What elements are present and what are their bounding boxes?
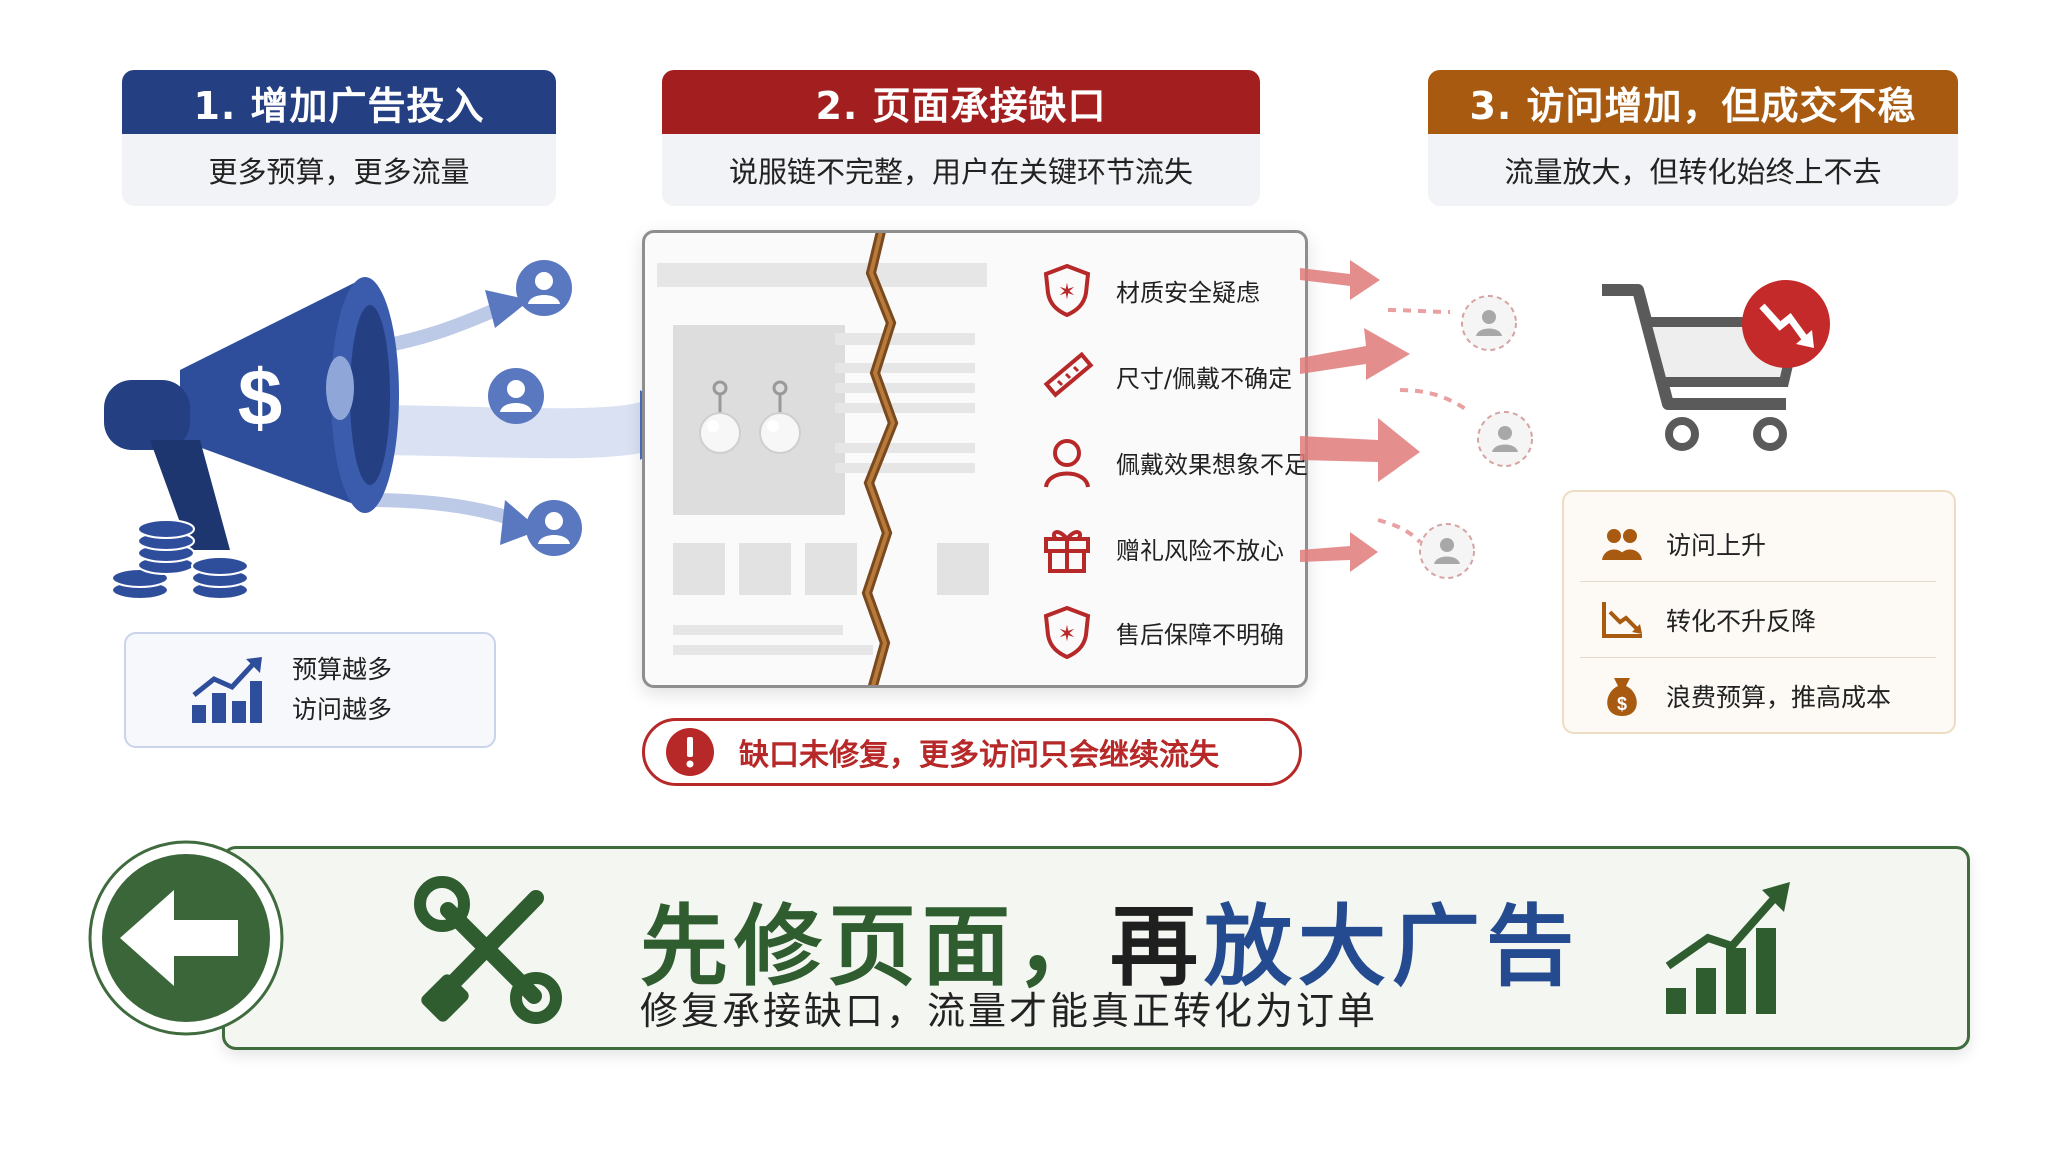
svg-text:$: $ (1617, 694, 1627, 714)
ruler-icon (1043, 351, 1094, 398)
result-item: 转化不升反降 (1580, 582, 1936, 658)
faded-user-icon (1477, 411, 1533, 467)
shield-icon: ✶ (1043, 605, 1091, 659)
page-wireframe (657, 233, 989, 685)
issue-label: 赠礼风险不放心 (1116, 536, 1284, 565)
issue-item: 赠礼风险不放心 (1040, 518, 1300, 578)
issue-label: 佩戴效果想象不足 (1116, 450, 1308, 479)
issue-item: ✶ 售后保障不明确 (1040, 602, 1300, 662)
issue-item: ✶ 材质安全疑虑 (1040, 260, 1300, 320)
result-label: 转化不升反降 (1666, 606, 1817, 636)
budget-visits-box: 预算越多 访问越多 (124, 632, 496, 748)
bar-chart-up-icon (192, 657, 262, 723)
banner-title-part3: 放大广告 (1204, 895, 1581, 998)
money-bag-icon: $ (1607, 678, 1637, 716)
user-avatar-icon (516, 260, 572, 316)
stat-line-budget: 预算越多 (292, 655, 393, 684)
step1-title: 1. 增加广告投入 (122, 70, 556, 134)
banner-title-part1: 先修页面， (640, 895, 1111, 998)
tools-icon (414, 876, 562, 1024)
users-icon (1602, 528, 1642, 560)
issue-item: 尺寸/佩戴不确定 (1040, 346, 1300, 406)
step2-subtitle: 说服链不完整，用户在关键环节流失 (662, 134, 1260, 206)
svg-text:✶: ✶ (1058, 622, 1076, 647)
banner-title-part2: 再 (1110, 895, 1205, 998)
megaphone-illustration: $ (104, 277, 660, 600)
banner-title: 先修页面，再放大广告 (640, 876, 1580, 998)
warning-banner: 缺口未修复，更多访问只会继续流失 (642, 718, 1302, 786)
shield-icon: ✶ (1043, 263, 1091, 317)
issue-label: 售后保障不明确 (1116, 620, 1284, 649)
step2-title: 2. 页面承接缺口 (662, 70, 1260, 134)
gift-icon (1044, 530, 1090, 573)
result-label: 浪费预算，推高成本 (1666, 683, 1892, 712)
bar-chart-growth-icon (1665, 882, 1790, 1014)
issue-item: 佩戴效果想象不足 (1040, 432, 1308, 492)
step3-title: 3. 访问增加，但成交不稳 (1428, 70, 1958, 134)
person-icon (1044, 439, 1090, 488)
warning-text: 缺口未修复，更多访问只会继续流失 (739, 738, 1219, 773)
result-label: 访问上升 (1666, 530, 1767, 560)
banner-subtitle: 修复承接缺口，流量才能真正转化为订单 (640, 989, 1379, 1033)
stat-line-visits: 访问越多 (292, 695, 393, 724)
back-arrow-button-icon (88, 840, 284, 1036)
step3-subtitle: 流量放大，但转化始终上不去 (1428, 134, 1958, 206)
trend-down-badge-icon (1742, 280, 1830, 368)
svg-text:$: $ (238, 353, 283, 442)
result-item: 访问上升 (1580, 506, 1936, 582)
issue-label: 尺寸/佩戴不确定 (1116, 364, 1293, 393)
result-box: 访问上升 转化不升反降 $ 浪费预算，推高成本 (1562, 490, 1956, 734)
user-avatar-icon (526, 500, 582, 556)
chart-down-icon (1602, 601, 1642, 638)
svg-text:✶: ✶ (1058, 280, 1076, 305)
issue-label: 材质安全疑虑 (1116, 278, 1260, 307)
faded-user-icon (1419, 523, 1475, 579)
result-item: $ 浪费预算，推高成本 (1580, 658, 1936, 734)
exclamation-icon (666, 728, 714, 776)
step1-subtitle: 更多预算，更多流量 (122, 134, 556, 206)
faded-user-icon (1461, 295, 1517, 351)
user-avatar-icon (488, 368, 544, 424)
conclusion-banner (222, 846, 1970, 1050)
leak-arrows (1300, 260, 1472, 572)
product-page-mock (642, 230, 1308, 688)
